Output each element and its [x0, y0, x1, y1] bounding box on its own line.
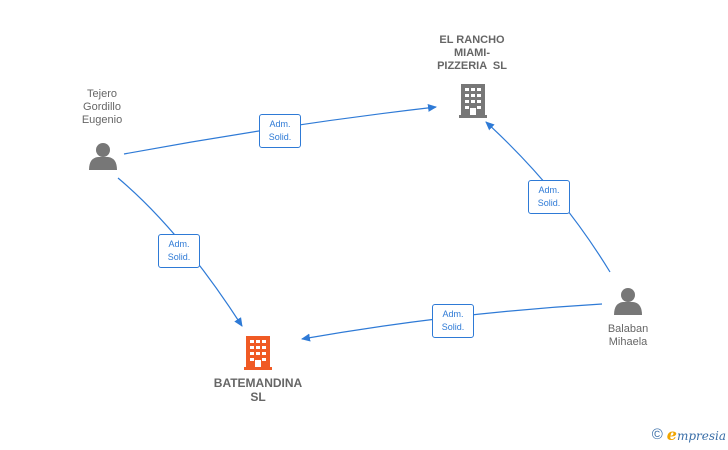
node-label-line: BATEMANDINA — [213, 376, 303, 390]
edge-label-line: Adm. — [442, 309, 464, 319]
building-icon[interactable] — [459, 84, 487, 118]
edge-label-line: Adm. — [269, 119, 291, 129]
edge-label-balaban-batemandina[interactable]: Adm. Solid. — [432, 304, 474, 338]
node-label-el-rancho[interactable]: EL RANCHO MIAMI- PIZZERIA SL — [422, 34, 522, 73]
edge-label-line: Adm. — [538, 185, 560, 195]
node-label-balaban[interactable]: Balaban Mihaela — [588, 323, 668, 349]
building-icon[interactable] — [244, 336, 272, 370]
node-label-line: Gordillo — [83, 101, 121, 113]
edge-label-line: Solid. — [441, 322, 465, 332]
node-label-line: EL RANCHO — [439, 34, 505, 46]
node-label-line: Balaban — [607, 323, 649, 335]
node-label-line: Tejero — [87, 88, 117, 100]
copyright-symbol: © — [651, 425, 663, 443]
edge-label-line: Solid. — [167, 252, 191, 262]
brand-initial: e — [666, 424, 677, 444]
node-label-tejero[interactable]: Tejero Gordillo Eugenio — [62, 88, 142, 127]
node-label-line: Eugenio — [81, 114, 123, 126]
person-icon[interactable] — [89, 143, 117, 170]
edge-label-tejero-el-rancho[interactable]: Adm. Solid. — [259, 114, 301, 148]
brand-logo[interactable]: empresia — [667, 425, 726, 444]
node-label-line: MIAMI- — [453, 47, 491, 59]
edge-label-tejero-batemandina[interactable]: Adm. Solid. — [158, 234, 200, 268]
footer-brand: © empresia — [652, 424, 726, 444]
node-label-batemandina[interactable]: BATEMANDINA SL — [203, 376, 313, 404]
edge-label-line: Solid. — [537, 198, 561, 208]
node-label-line: SL — [250, 390, 266, 404]
node-label-line: PIZZERIA SL — [437, 60, 507, 72]
person-icon[interactable] — [614, 288, 642, 315]
node-label-line: Mihaela — [608, 336, 648, 348]
edge-label-balaban-el-rancho[interactable]: Adm. Solid. — [528, 180, 570, 214]
brand-name: mpresia — [676, 428, 726, 443]
edge-label-line: Solid. — [268, 132, 292, 142]
edge-label-line: Adm. — [168, 239, 190, 249]
